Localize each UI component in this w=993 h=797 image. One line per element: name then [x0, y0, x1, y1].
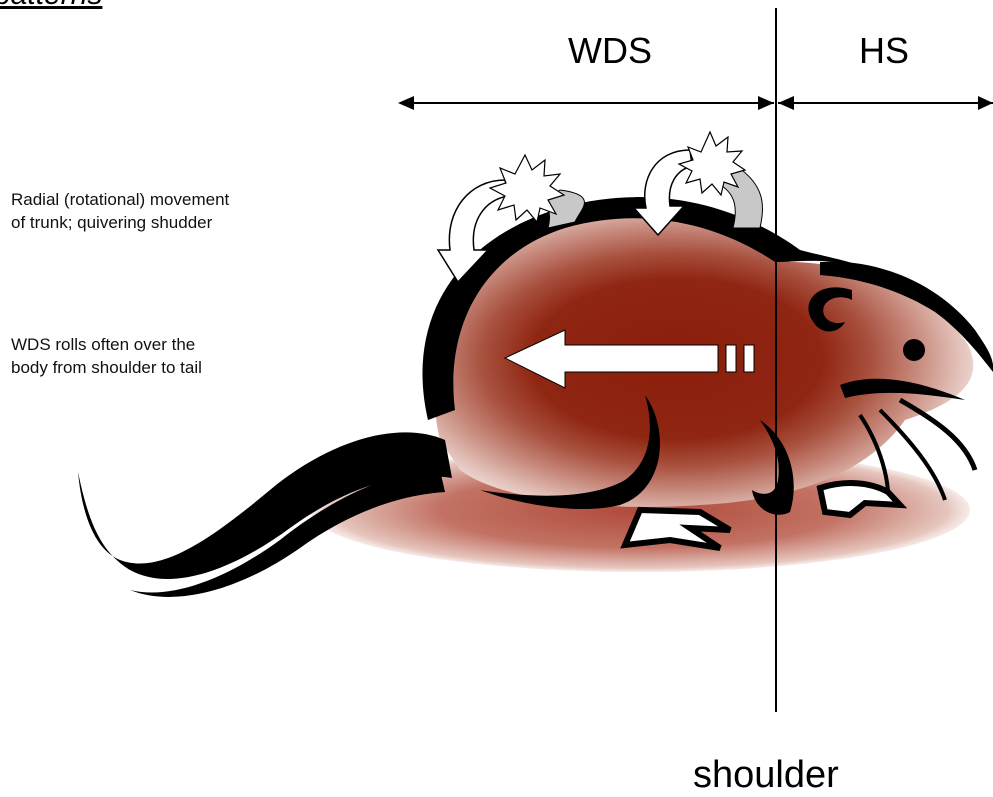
wds-arrow-right-head — [758, 96, 774, 110]
starburst-icon — [490, 155, 564, 222]
wds-arrow-left-head — [398, 96, 414, 110]
hs-arrow-left-head — [778, 96, 794, 110]
shoulder-label: shoulder — [693, 754, 839, 797]
rat-eye — [903, 339, 925, 361]
starburst-icon — [679, 132, 745, 195]
hs-arrow-right-head — [978, 96, 993, 110]
